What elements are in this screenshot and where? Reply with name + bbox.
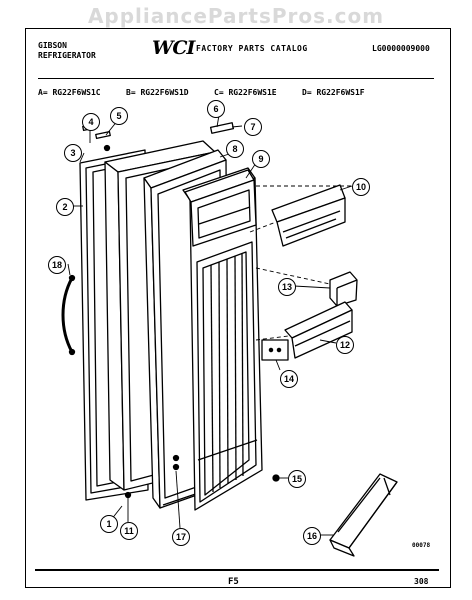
model-a: A= RG22F6WS1C xyxy=(38,88,101,97)
callout-7: 7 xyxy=(244,118,262,136)
dairy-compartment xyxy=(184,169,257,247)
drawing-code: 00078 xyxy=(412,542,431,549)
callout-4: 4 xyxy=(82,113,100,131)
callout-11: 11 xyxy=(120,522,138,540)
callout-10: 10 xyxy=(352,178,370,196)
callout-13: 13 xyxy=(278,278,296,296)
section-code: F5 xyxy=(228,577,239,587)
callout-1: 1 xyxy=(100,515,118,533)
callout-12: 12 xyxy=(336,336,354,354)
callout-17: 17 xyxy=(172,528,190,546)
callout-16: 16 xyxy=(303,527,321,545)
model-d: D= RG22F6WS1F xyxy=(302,88,365,97)
bin-part xyxy=(329,473,398,557)
model-b: B= RG22F6WS1D xyxy=(126,88,189,97)
callout-5: 5 xyxy=(110,107,128,125)
door-handle xyxy=(61,274,76,356)
wci-logo: WCI xyxy=(152,37,195,59)
callout-3: 3 xyxy=(64,144,82,162)
callout-2: 2 xyxy=(56,198,74,216)
hinge-plate xyxy=(261,339,289,361)
catalog-title: FACTORY PARTS CATALOG xyxy=(196,44,308,53)
footer-rule xyxy=(35,569,439,571)
appliance-type: REFRIGERATOR xyxy=(38,51,96,60)
callout-15: 15 xyxy=(288,470,306,488)
watermark-text: AppliancePartsPros.com xyxy=(87,4,385,28)
callout-6: 6 xyxy=(207,100,225,118)
shelf-bracket xyxy=(329,271,358,307)
callout-9: 9 xyxy=(252,150,270,168)
callout-14: 14 xyxy=(280,370,298,388)
brand-name: GIBSON xyxy=(38,41,67,50)
catalog-page-frame xyxy=(25,28,451,588)
callout-8: 8 xyxy=(226,140,244,158)
page-number: 308 xyxy=(414,577,429,586)
door-shelf xyxy=(284,301,353,359)
header-rule xyxy=(38,78,434,79)
catalog-number: LG0000009000 xyxy=(372,44,430,53)
callout-18: 18 xyxy=(48,256,66,274)
dairy-door xyxy=(271,184,346,247)
model-c: C= RG22F6WS1E xyxy=(214,88,277,97)
